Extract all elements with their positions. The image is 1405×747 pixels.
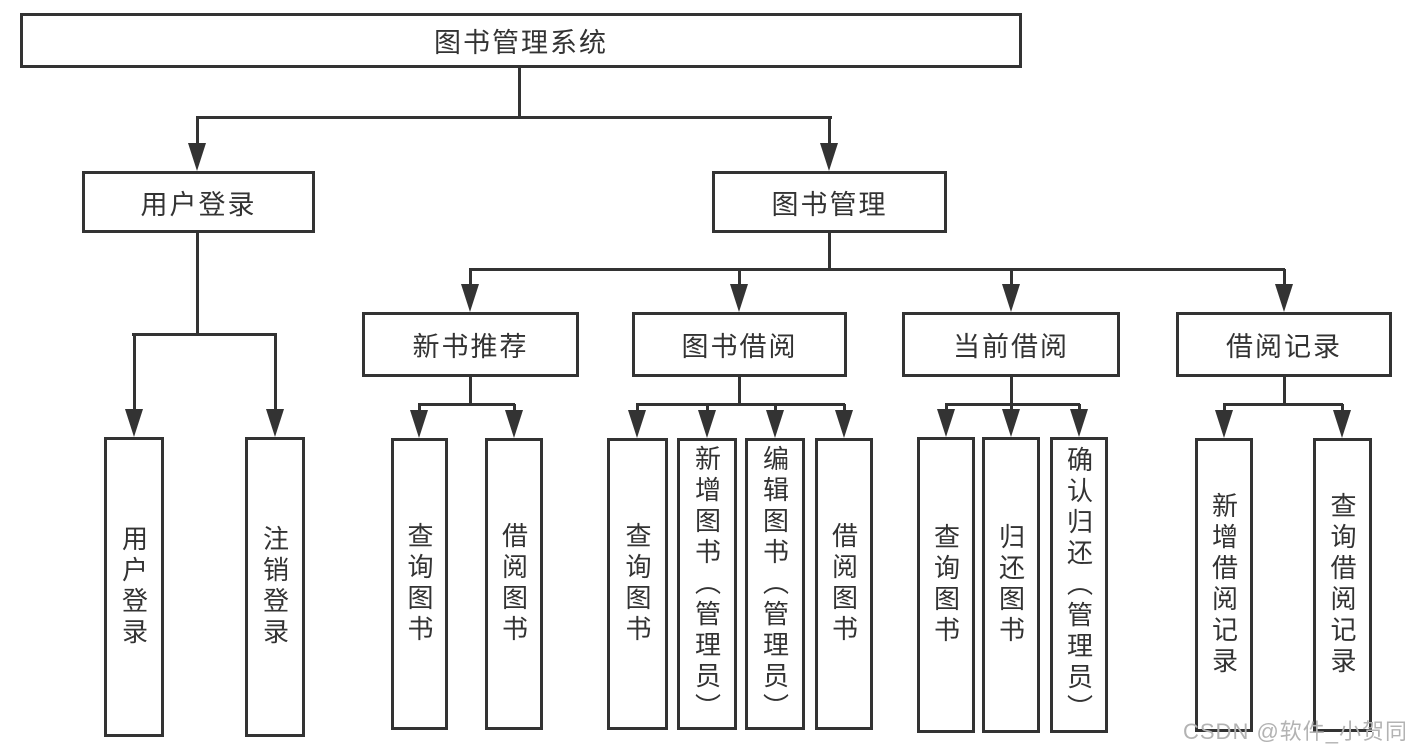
connector-drop-book-mgmt	[828, 117, 831, 147]
leaf-query-books: 查询图书	[607, 438, 668, 730]
arrow-down-icon	[835, 410, 853, 438]
node-label: 新书推荐	[412, 332, 529, 362]
arrow-down-icon	[1002, 409, 1020, 437]
connector-split	[636, 403, 845, 406]
connector-drop-leaf	[706, 404, 709, 412]
leaf-label: 确认归还（管理员）	[1063, 445, 1094, 725]
leaf-query-books: 查询图书	[917, 437, 975, 733]
arrow-down-icon	[628, 410, 646, 438]
connector-drop-leaf	[636, 404, 639, 412]
connector-root-stem	[518, 67, 521, 117]
connector-drop-new-book	[469, 269, 472, 287]
leaf-label: 查询借阅记录	[1327, 492, 1357, 678]
connector-stem	[1010, 375, 1013, 405]
arrow-down-icon	[461, 284, 479, 312]
csdn-watermark: CSDN @软件_小贺同学	[1183, 719, 1405, 744]
arrow-down-icon	[698, 410, 716, 438]
connector-drop-leaf	[418, 404, 421, 412]
node-label: 图书管理	[771, 189, 888, 220]
node-label: 当前借阅	[953, 332, 1069, 362]
leaf-label: 归还图书	[995, 523, 1026, 647]
node-label: 图书借阅	[681, 332, 798, 362]
connector-stem	[469, 375, 472, 405]
arrow-down-icon	[766, 410, 784, 438]
connector-drop-leaf	[945, 404, 948, 411]
leaf-label: 查询图书	[622, 522, 652, 646]
leaf-user-login: 用户登录	[104, 437, 164, 737]
connector-drop-leaf	[274, 334, 277, 412]
arrow-down-icon	[1070, 409, 1088, 437]
leaf-edit-books-admin: 编辑图书（管理员）	[745, 438, 805, 730]
leaf-confirm-return-admin: 确认归还（管理员）	[1050, 437, 1108, 733]
node-label: 用户登录	[140, 189, 257, 220]
leaf-label: 编辑图书（管理员）	[759, 444, 790, 724]
arrow-down-icon	[1215, 410, 1233, 438]
leaf-add-borrow-record: 新增借阅记录	[1195, 438, 1253, 732]
arrow-down-icon	[125, 409, 143, 437]
connector-drop-leaf	[1223, 404, 1226, 412]
arrow-down-icon	[1002, 284, 1020, 312]
connector-book-mgmt-stem	[828, 231, 831, 270]
connector-split	[418, 403, 515, 406]
connector-stem	[738, 375, 741, 405]
node-label: 图书管理系统	[434, 28, 608, 58]
node-library-system: 图书管理系统	[20, 13, 1022, 68]
node-label: 借阅记录	[1226, 332, 1342, 362]
connector-drop-borrow-records	[1283, 269, 1286, 287]
connector-drop-leaf	[513, 404, 516, 412]
leaf-label: 注销登录	[259, 525, 290, 649]
connector-drop-leaf	[1078, 404, 1081, 411]
arrow-down-icon	[730, 284, 748, 312]
connector-drop-leaf	[133, 334, 136, 412]
connector-stem	[1283, 375, 1286, 405]
leaf-label: 借阅图书	[498, 522, 529, 646]
arrow-down-icon	[410, 410, 428, 438]
node-book-management: 图书管理	[712, 171, 947, 233]
leaf-return-books: 归还图书	[982, 437, 1040, 733]
connector-book-mgmt-split	[469, 268, 1285, 271]
leaf-label: 用户登录	[118, 525, 149, 649]
leaf-query-borrow-record: 查询借阅记录	[1313, 438, 1372, 732]
leaf-label: 借阅图书	[828, 522, 859, 646]
leaf-borrow-books: 借阅图书	[815, 438, 873, 730]
connector-drop-leaf	[1341, 404, 1344, 412]
arrow-down-icon	[1333, 410, 1351, 438]
connector-drop-current-borrow	[1010, 269, 1013, 287]
leaf-logout: 注销登录	[245, 437, 305, 737]
connector-drop-user-login	[196, 117, 199, 147]
leaf-label: 新增借阅记录	[1208, 492, 1239, 678]
connector-drop-book-borrow	[738, 269, 741, 287]
connector-split	[1223, 403, 1343, 406]
connector-drop-leaf	[843, 404, 846, 412]
arrow-down-icon	[505, 410, 523, 438]
leaf-add-books-admin: 新增图书（管理员）	[677, 438, 737, 730]
connector-root-split	[196, 116, 832, 119]
arrow-down-icon	[1275, 284, 1293, 312]
leaf-borrow-books: 借阅图书	[485, 438, 543, 730]
connector-user-login-split	[132, 333, 277, 336]
arrow-down-icon	[188, 143, 206, 171]
arrow-down-icon	[266, 409, 284, 437]
node-new-book-recommend: 新书推荐	[362, 312, 579, 377]
arrow-down-icon	[937, 409, 955, 437]
leaf-label: 新增图书（管理员）	[691, 444, 722, 724]
connector-drop-leaf	[774, 404, 777, 412]
connector-user-login-stem	[196, 231, 199, 335]
arrow-down-icon	[820, 143, 838, 171]
leaf-label: 查询图书	[930, 523, 961, 647]
leaf-label: 查询图书	[404, 522, 434, 646]
node-current-borrow: 当前借阅	[902, 312, 1120, 377]
connector-drop-leaf	[1010, 404, 1013, 411]
node-borrow-records: 借阅记录	[1176, 312, 1392, 377]
node-book-borrow: 图书借阅	[632, 312, 847, 377]
leaf-query-books: 查询图书	[391, 438, 448, 730]
node-user-login: 用户登录	[82, 171, 315, 233]
